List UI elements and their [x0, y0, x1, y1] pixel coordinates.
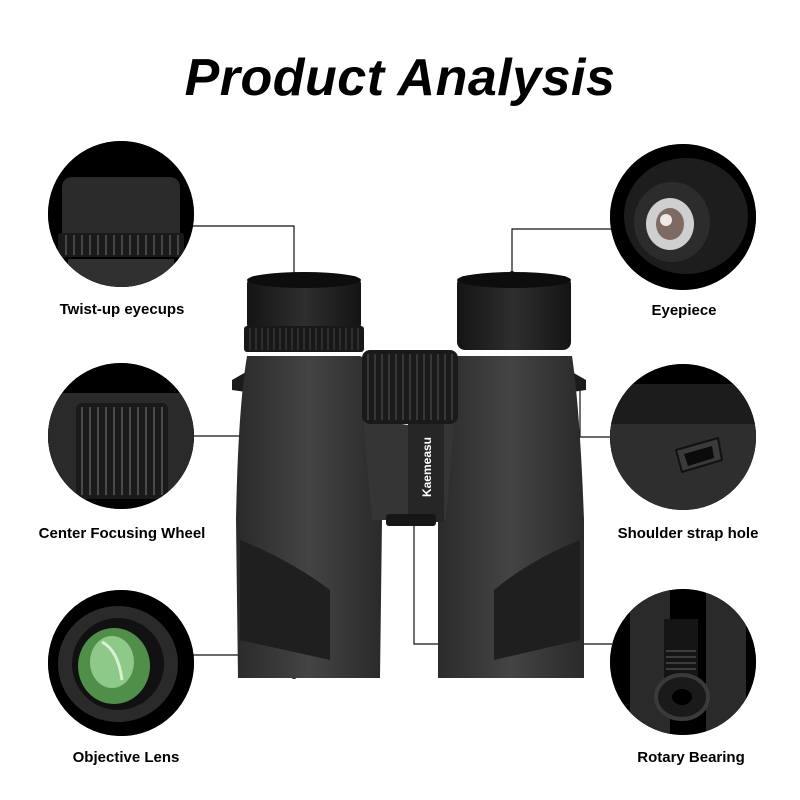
- line-strap-hole: [579, 382, 612, 438]
- eyecup-closeup-icon: [48, 141, 194, 287]
- label-shoulder-strap-hole: Shoulder strap hole: [617, 525, 759, 542]
- label-twist-up-eyecups: Twist-up eyecups: [59, 301, 185, 318]
- label-eyepiece: Eyepiece: [651, 302, 717, 319]
- page-title: Product Analysis: [184, 49, 616, 107]
- rotary-bearing-icon: [610, 589, 756, 735]
- label-rotary-bearing: Rotary Bearing: [637, 749, 745, 766]
- eyepiece-lens-icon: [610, 144, 756, 290]
- brand-logo-text: Kaemeasu: [420, 436, 434, 498]
- line-eyepiece: [511, 228, 612, 274]
- label-center-focusing-wheel: Center Focusing Wheel: [38, 525, 206, 542]
- focus-wheel-icon: [48, 363, 194, 509]
- strap-hole-icon: [610, 364, 756, 510]
- objective-lens-icon: [48, 590, 194, 736]
- label-objective-lens: Objective Lens: [72, 749, 180, 766]
